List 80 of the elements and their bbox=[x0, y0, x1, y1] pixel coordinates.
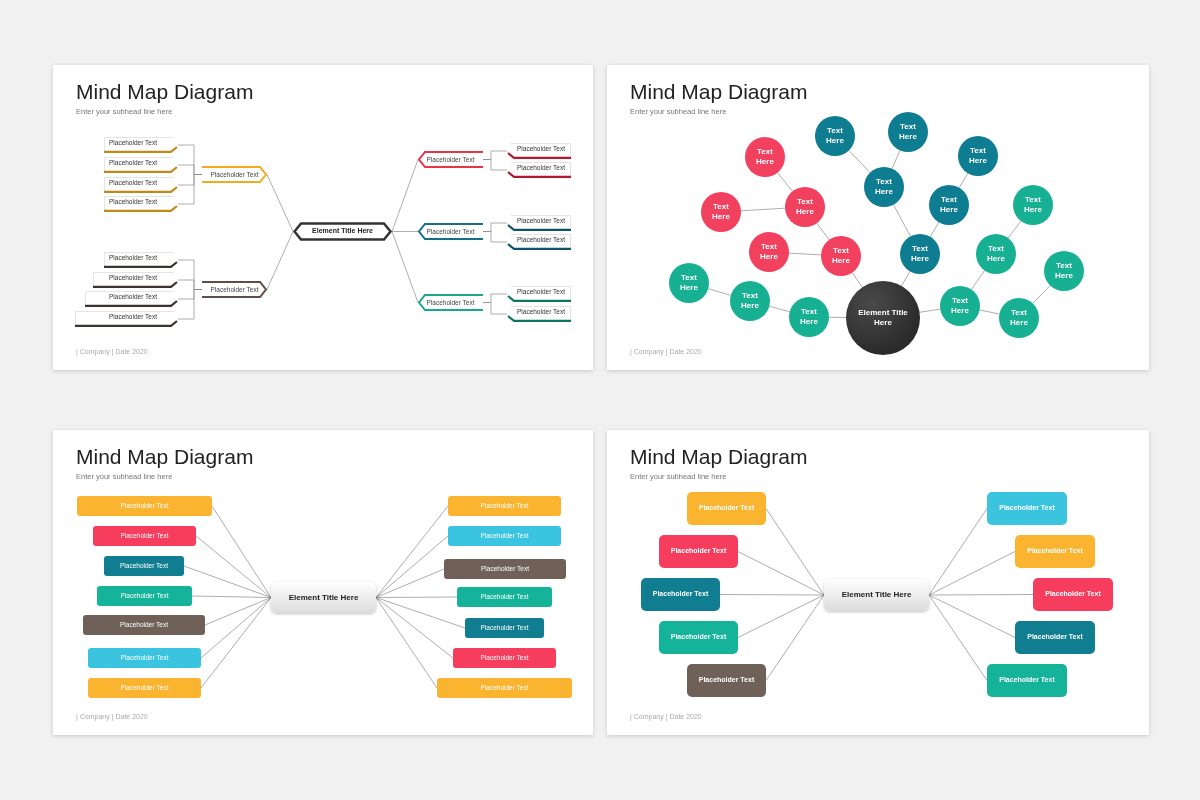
topic-circle: Text Here bbox=[730, 281, 770, 321]
connector-line bbox=[928, 594, 1016, 638]
connector-line bbox=[266, 231, 294, 290]
topic-circle: Text Here bbox=[785, 187, 825, 227]
connector-line bbox=[375, 535, 449, 598]
connector-line bbox=[204, 597, 272, 626]
connector-line bbox=[928, 594, 1034, 596]
slide-card bbox=[607, 430, 1149, 735]
topic-circle: Text Here bbox=[745, 137, 785, 177]
connector-line bbox=[777, 172, 793, 192]
connector-line bbox=[375, 568, 445, 598]
topic-circle: Text Here bbox=[701, 192, 741, 232]
connector-line bbox=[391, 159, 419, 232]
connector-line bbox=[928, 508, 988, 596]
slide-card bbox=[53, 430, 593, 735]
connector-line bbox=[828, 316, 847, 318]
connector-line bbox=[958, 172, 969, 189]
connector-line bbox=[979, 309, 1000, 315]
connector-line bbox=[768, 305, 791, 313]
topic-circle: Text Here bbox=[1013, 185, 1053, 225]
connector-line bbox=[200, 597, 272, 689]
central-topic-box: Element Title Here bbox=[824, 579, 929, 611]
connector-line bbox=[391, 231, 419, 232]
central-topic-box: Element Title Here bbox=[271, 582, 376, 613]
connector-line bbox=[375, 597, 466, 629]
connector-line bbox=[971, 270, 985, 290]
connector-line bbox=[211, 505, 272, 598]
connector-line bbox=[928, 551, 1016, 596]
connector-line bbox=[719, 594, 825, 596]
connector-line bbox=[816, 222, 830, 241]
connector-line bbox=[375, 597, 438, 689]
central-topic-circle: Element Title Here bbox=[846, 281, 920, 355]
connector-line bbox=[919, 308, 941, 313]
connector-line bbox=[765, 594, 825, 681]
slide-title: Mind Map Diagram bbox=[76, 81, 254, 102]
topic-circle: Text Here bbox=[821, 236, 861, 276]
connector-line bbox=[482, 302, 508, 315]
topic-circle: Text Here bbox=[789, 297, 829, 337]
connector-line bbox=[788, 252, 822, 256]
topic-circle: Text Here bbox=[929, 185, 969, 225]
slide-title: Mind Map Diagram bbox=[630, 446, 808, 467]
topic-circle: Text Here bbox=[1044, 251, 1084, 291]
topic-circle: Text Here bbox=[940, 286, 980, 326]
topic-circle: Text Here bbox=[749, 232, 789, 272]
topic-circle: Text Here bbox=[815, 116, 855, 156]
slide-title: Mind Map Diagram bbox=[630, 81, 808, 102]
topic-circle: Text Here bbox=[976, 234, 1016, 274]
connector-line bbox=[893, 204, 911, 237]
connector-line bbox=[1032, 285, 1051, 304]
topic-circle: Text Here bbox=[958, 136, 998, 176]
connector-line bbox=[848, 150, 871, 173]
slide-card bbox=[53, 65, 593, 370]
connector-line bbox=[191, 595, 272, 598]
connector-line bbox=[375, 596, 458, 598]
topic-circle: Text Here bbox=[888, 112, 928, 152]
connector-line bbox=[482, 231, 508, 243]
connector-line bbox=[1007, 220, 1022, 239]
connector-line bbox=[707, 288, 732, 296]
connector-line bbox=[391, 231, 419, 303]
connector-line bbox=[740, 207, 786, 212]
connector-line bbox=[375, 597, 454, 659]
connector-line bbox=[891, 150, 901, 169]
slide-card bbox=[607, 65, 1149, 370]
connector-line bbox=[200, 597, 272, 659]
topic-circle: Text Here bbox=[669, 263, 709, 303]
topic-circle: Text Here bbox=[900, 234, 940, 274]
connector-line bbox=[183, 565, 272, 598]
connector-line bbox=[737, 594, 825, 638]
connector-line bbox=[901, 270, 911, 287]
slide-title: Mind Map Diagram bbox=[76, 446, 254, 467]
connector-line bbox=[929, 221, 940, 238]
connector-line bbox=[266, 174, 294, 232]
topic-circle: Text Here bbox=[864, 167, 904, 207]
connector-line bbox=[765, 508, 825, 596]
connector-line bbox=[851, 272, 863, 288]
connector-line bbox=[737, 551, 825, 596]
topic-circle: Text Here bbox=[999, 298, 1039, 338]
connector-line bbox=[195, 535, 272, 598]
connector-line bbox=[928, 594, 988, 681]
connector-line bbox=[482, 159, 508, 171]
